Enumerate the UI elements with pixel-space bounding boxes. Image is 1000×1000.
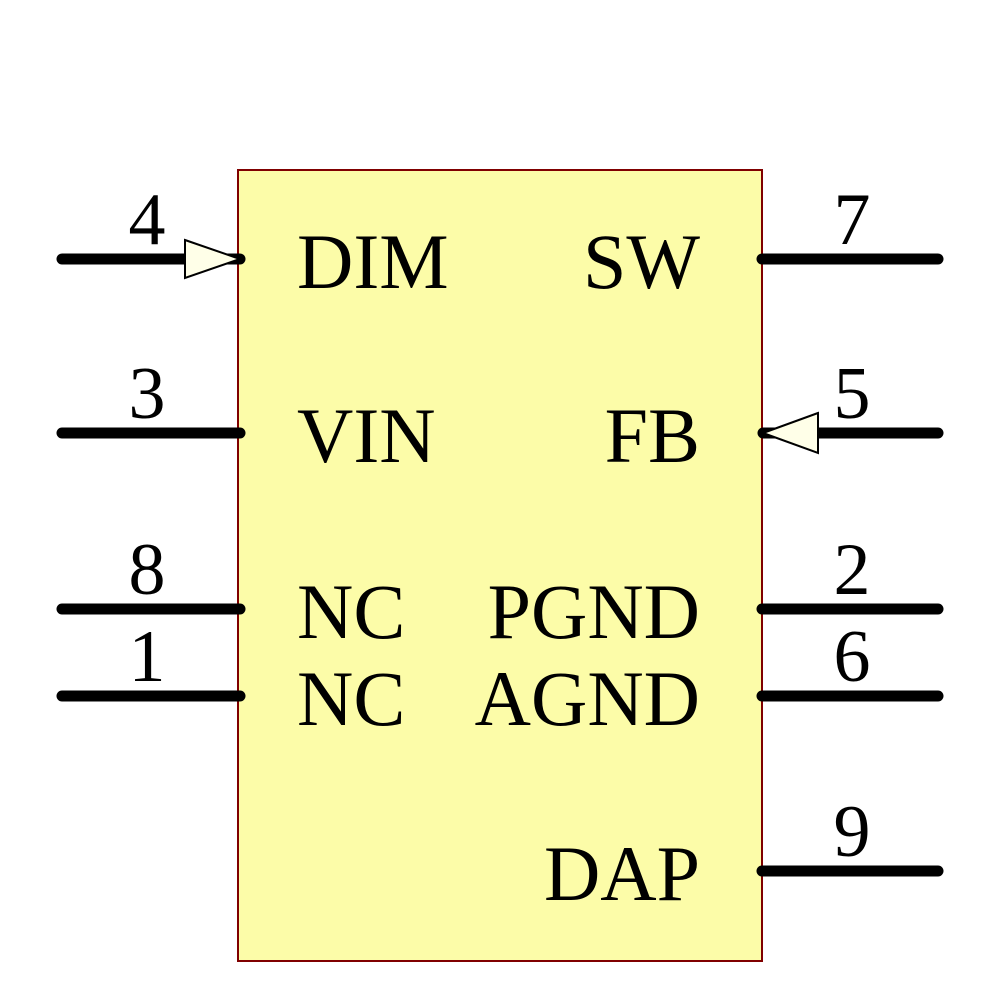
- pin-number: 6: [834, 616, 871, 698]
- pin-number: 3: [129, 353, 166, 435]
- pin-right-pgnd: 2 PGND: [488, 529, 944, 655]
- pin-number: 9: [834, 791, 871, 873]
- pin-label: VIN: [297, 392, 436, 479]
- pin-number: 1: [129, 616, 166, 698]
- pin-left-nc-top: 8 NC: [56, 529, 405, 655]
- pin-right-sw: 7 SW: [583, 179, 944, 305]
- input-arrow-icon: [760, 411, 819, 455]
- pin-number: 8: [129, 529, 166, 611]
- pin-right-agnd: 6 AGND: [475, 616, 944, 742]
- pin-label: DAP: [544, 830, 700, 917]
- pin-label: DIM: [297, 218, 449, 305]
- pin-number: 5: [834, 353, 871, 435]
- pin-right-dap: 9 DAP: [544, 791, 944, 917]
- pin-number: 2: [834, 529, 871, 611]
- pin-number: 7: [834, 179, 871, 261]
- pin-label: PGND: [488, 568, 700, 655]
- pin-left-vin: 3 VIN: [56, 353, 436, 479]
- pin-number: 4: [129, 179, 166, 261]
- ic-body: [237, 169, 763, 962]
- pin-left-dim: 4 DIM: [56, 179, 449, 305]
- pin-left-nc-bottom: 1 NC: [56, 616, 405, 742]
- input-arrow-icon: [184, 238, 244, 280]
- pin-label: AGND: [475, 655, 700, 742]
- pin-label: FB: [605, 392, 700, 479]
- pin-right-fb: 5 FB: [605, 353, 944, 479]
- pin-label: NC: [297, 568, 405, 655]
- pin-label: SW: [583, 218, 700, 305]
- pin-label: NC: [297, 655, 405, 742]
